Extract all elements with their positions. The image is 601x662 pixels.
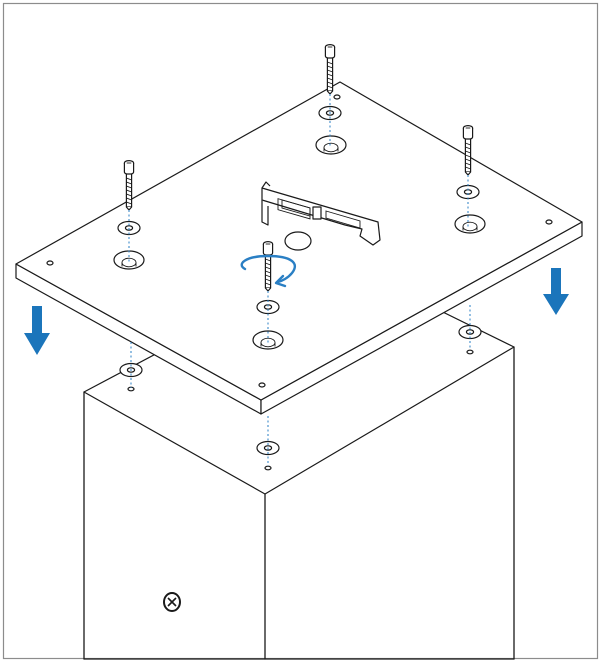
rotate-arrow-icon <box>240 254 297 288</box>
column-washer-front <box>256 440 280 471</box>
down-arrow-icon <box>543 268 569 315</box>
down-arrow-icon <box>24 306 50 355</box>
column-washer-right <box>458 324 482 355</box>
plate-washer-right <box>456 184 480 200</box>
plate-hole-top <box>315 135 347 155</box>
alignment-guides <box>128 94 471 466</box>
plate-washer-front <box>256 299 280 315</box>
plate-hole-right <box>454 214 486 234</box>
lock-icon <box>163 592 181 612</box>
bracket <box>261 181 381 246</box>
plate-hole-front <box>252 330 284 350</box>
plate-corner-holes <box>46 94 553 388</box>
plate-center-hole <box>284 231 312 251</box>
